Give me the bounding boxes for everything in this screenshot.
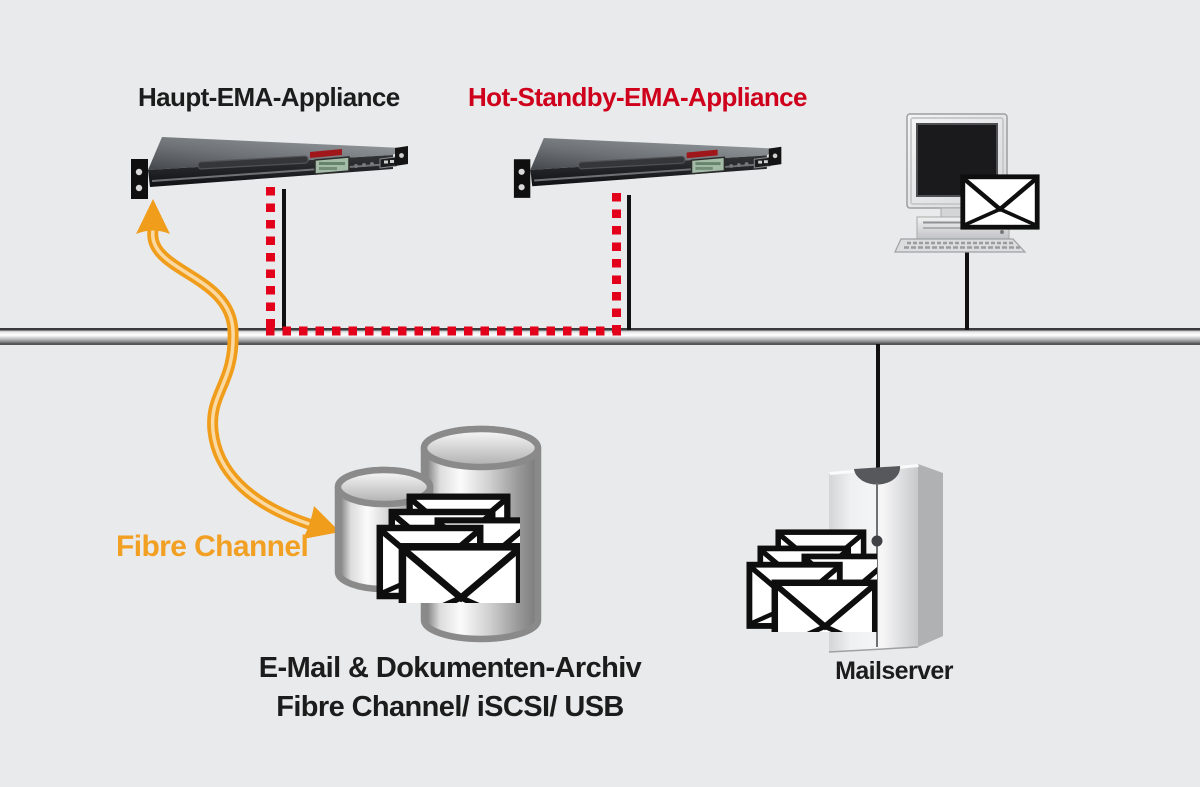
fibre-channel-label: Fibre Channel	[116, 530, 309, 563]
fibre-channel-arrow	[136, 199, 340, 539]
rack-server-1u-icon	[128, 131, 418, 201]
arrowhead-up-icon	[136, 199, 170, 234]
envelope-icon	[960, 174, 1040, 230]
haupt-appliance-label: Haupt-EMA-Appliance	[138, 82, 400, 112]
standby-dotted-link	[266, 187, 621, 336]
arrowhead-down-right-icon	[303, 506, 340, 539]
archive-label-line1: E-Mail & Dokumenten-Archiv	[258, 652, 642, 684]
mailserver-label: Mailserver	[835, 657, 953, 685]
archive-label-line2: Fibre Channel/ iSCSI/ USB	[276, 691, 624, 723]
standby-appliance-label: Hot-Standby-EMA-Appliance	[468, 82, 807, 112]
envelope-icon	[402, 547, 519, 603]
rack-server-1u-icon	[511, 132, 791, 200]
envelope-icon	[775, 583, 875, 632]
drop-lines	[282, 189, 969, 472]
envelope-stack-icon	[370, 478, 520, 603]
envelope-stack-icon	[742, 520, 877, 632]
